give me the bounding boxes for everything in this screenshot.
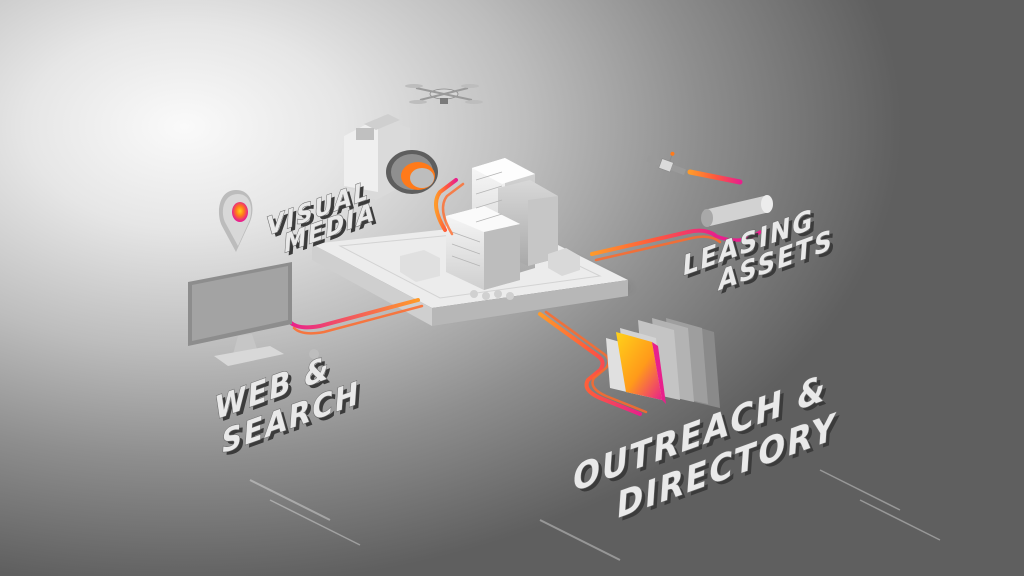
label-leasing-assets: LEASING LEASING ASSETS ASSETS: [681, 203, 838, 301]
leasing-cylinder: [701, 195, 773, 227]
satellite-beam: [687, 169, 743, 185]
drone-icon: [405, 84, 483, 104]
satellite-icon: [646, 151, 686, 175]
floor-streaks: [249, 469, 941, 561]
map-pin-icon: [218, 190, 253, 252]
folder-icon: [606, 318, 720, 408]
monitor-icon: [188, 262, 319, 366]
camera-icon: [344, 114, 438, 200]
building-icon: [400, 158, 580, 300]
